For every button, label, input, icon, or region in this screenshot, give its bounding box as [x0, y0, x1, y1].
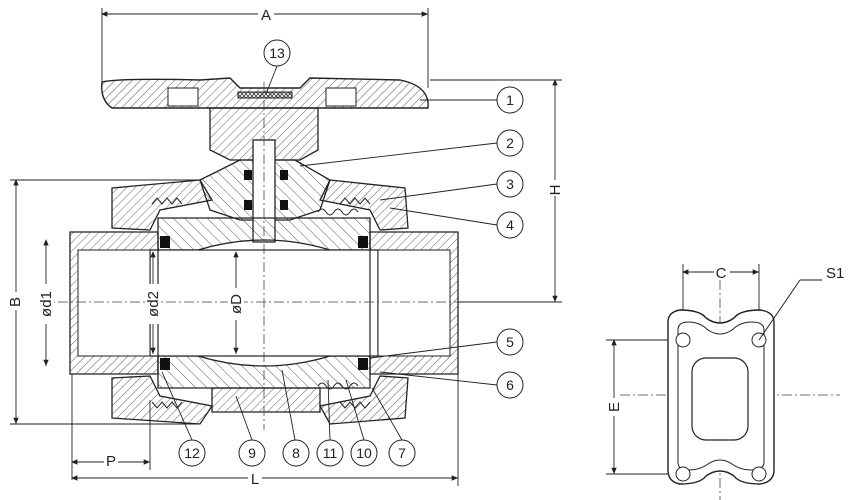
handle: [101, 77, 429, 161]
s1-label: S1: [826, 265, 844, 282]
dim-d1-label: ød1: [38, 291, 55, 317]
callouts: 1 2 3 4 5 6 7 8 9 10 11 12 13: [178, 39, 524, 467]
dim-e-label: E: [606, 402, 623, 412]
callout-9: 9: [238, 439, 266, 467]
callout-4: 4: [496, 211, 524, 239]
dim-d2-label: ød2: [145, 291, 162, 317]
dim-a-label: A: [261, 7, 271, 24]
dim-h-label: H: [547, 185, 564, 196]
callout-2: 2: [496, 129, 524, 157]
dim-d-label: øD: [228, 294, 245, 314]
callout-label: 5: [506, 334, 514, 350]
callout-1: 1: [496, 86, 524, 114]
callout-12: 12: [178, 439, 206, 467]
callout-label: 6: [506, 377, 514, 393]
dim-p-label: P: [106, 453, 116, 470]
callout-label: 11: [323, 445, 338, 461]
callout-label: 7: [398, 445, 406, 461]
callout-label: 4: [506, 217, 514, 233]
callout-3: 3: [496, 170, 524, 198]
callout-label: 12: [184, 445, 200, 461]
callout-label: 13: [269, 45, 285, 61]
dim-l-label: L: [251, 471, 259, 488]
callout-label: 1: [506, 92, 514, 108]
callout-11: 11: [316, 439, 344, 467]
callout-label: 10: [356, 445, 372, 461]
callout-label: 3: [506, 176, 514, 192]
callout-leaders: [161, 65, 498, 441]
dimension-labels: A H B ød1 ød2 øD P L C E S1: [7, 6, 844, 488]
dim-c-label: C: [716, 265, 727, 282]
callout-6: 6: [496, 371, 524, 399]
callout-13: 13: [263, 39, 291, 67]
callout-label: 8: [292, 445, 300, 461]
callout-label: 9: [248, 445, 256, 461]
callout-label: 2: [506, 135, 514, 151]
callout-7: 7: [388, 439, 416, 467]
callout-5: 5: [496, 328, 524, 356]
callout-10: 10: [350, 439, 378, 467]
callout-8: 8: [282, 439, 310, 467]
dim-b-label: B: [7, 297, 24, 307]
end-view: [667, 279, 822, 485]
